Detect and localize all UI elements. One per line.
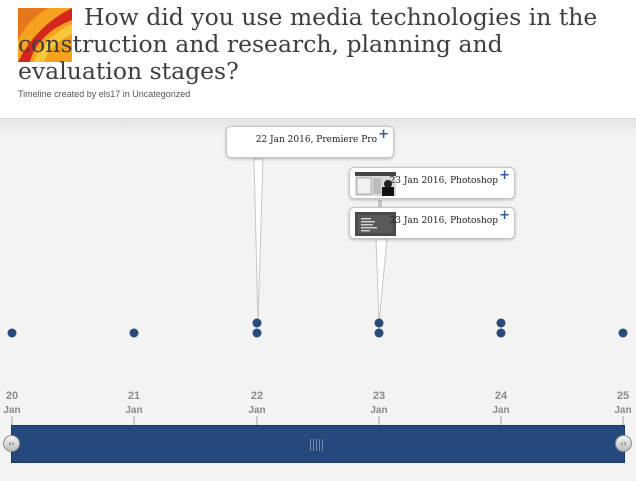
timeline-marker[interactable] xyxy=(374,318,384,328)
axis-day-label: 22 xyxy=(250,390,264,402)
timeline-marker[interactable] xyxy=(252,318,262,328)
event-thumbnail xyxy=(355,212,396,236)
event-title: 22 Jan 2016, Premiere Pro xyxy=(255,135,377,145)
left-right-arrows-icon[interactable]: ‹› xyxy=(615,435,632,452)
page-title: How did you use media technologies in th… xyxy=(18,3,598,85)
timeline-marker[interactable] xyxy=(7,328,17,338)
event-connector xyxy=(253,158,264,324)
page-header: How did you use media technologies in th… xyxy=(0,0,636,118)
axis-month-label: Jan xyxy=(614,405,632,416)
timeline-logo xyxy=(18,8,72,62)
event-connector xyxy=(375,238,388,324)
byline: Timeline created by els17 in Uncategoriz… xyxy=(18,89,191,99)
timeline-marker[interactable] xyxy=(496,328,506,338)
timeline-marker[interactable] xyxy=(618,328,628,338)
axis-month-label: Jan xyxy=(492,405,510,416)
axis-day-label: 24 xyxy=(494,390,508,402)
axis-month-label: Jan xyxy=(3,405,21,416)
timeline-slider[interactable] xyxy=(11,425,625,463)
event-title: 23 Jan 2016, Photoshop xyxy=(389,216,498,226)
event-card[interactable]: 23 Jan 2016, Photoshop + xyxy=(349,207,515,239)
plus-icon[interactable]: + xyxy=(499,208,510,223)
plus-icon[interactable]: + xyxy=(378,127,389,142)
timeline-marker[interactable] xyxy=(252,328,262,338)
axis-month-label: Jan xyxy=(248,405,266,416)
event-title: 23 Jan 2016, Photoshop xyxy=(389,176,498,186)
axis-month-label: Jan xyxy=(370,405,388,416)
timeline-marker[interactable] xyxy=(374,328,384,338)
axis-day-label: 25 xyxy=(616,390,630,402)
timeline-marker[interactable] xyxy=(129,328,139,338)
axis-day-label: 21 xyxy=(127,390,141,402)
event-thumbnail xyxy=(355,172,396,196)
event-card[interactable]: 22 Jan 2016, Premiere Pro + xyxy=(226,126,394,158)
slider-grip-icon[interactable] xyxy=(310,439,324,451)
axis-month-label: Jan xyxy=(125,405,143,416)
timeline-canvas xyxy=(7,158,628,425)
timeline-area[interactable]: 22 Jan 2016, Premiere Pro + 23 Jan 2016,… xyxy=(0,118,636,481)
event-card[interactable]: 23 Jan 2016, Photoshop + xyxy=(349,167,515,199)
axis-day-label: 23 xyxy=(372,390,386,402)
plus-icon[interactable]: + xyxy=(499,168,510,183)
timeline-marker[interactable] xyxy=(496,318,506,328)
left-right-arrows-icon[interactable]: ‹› xyxy=(3,435,20,452)
axis-day-label: 20 xyxy=(5,390,19,402)
